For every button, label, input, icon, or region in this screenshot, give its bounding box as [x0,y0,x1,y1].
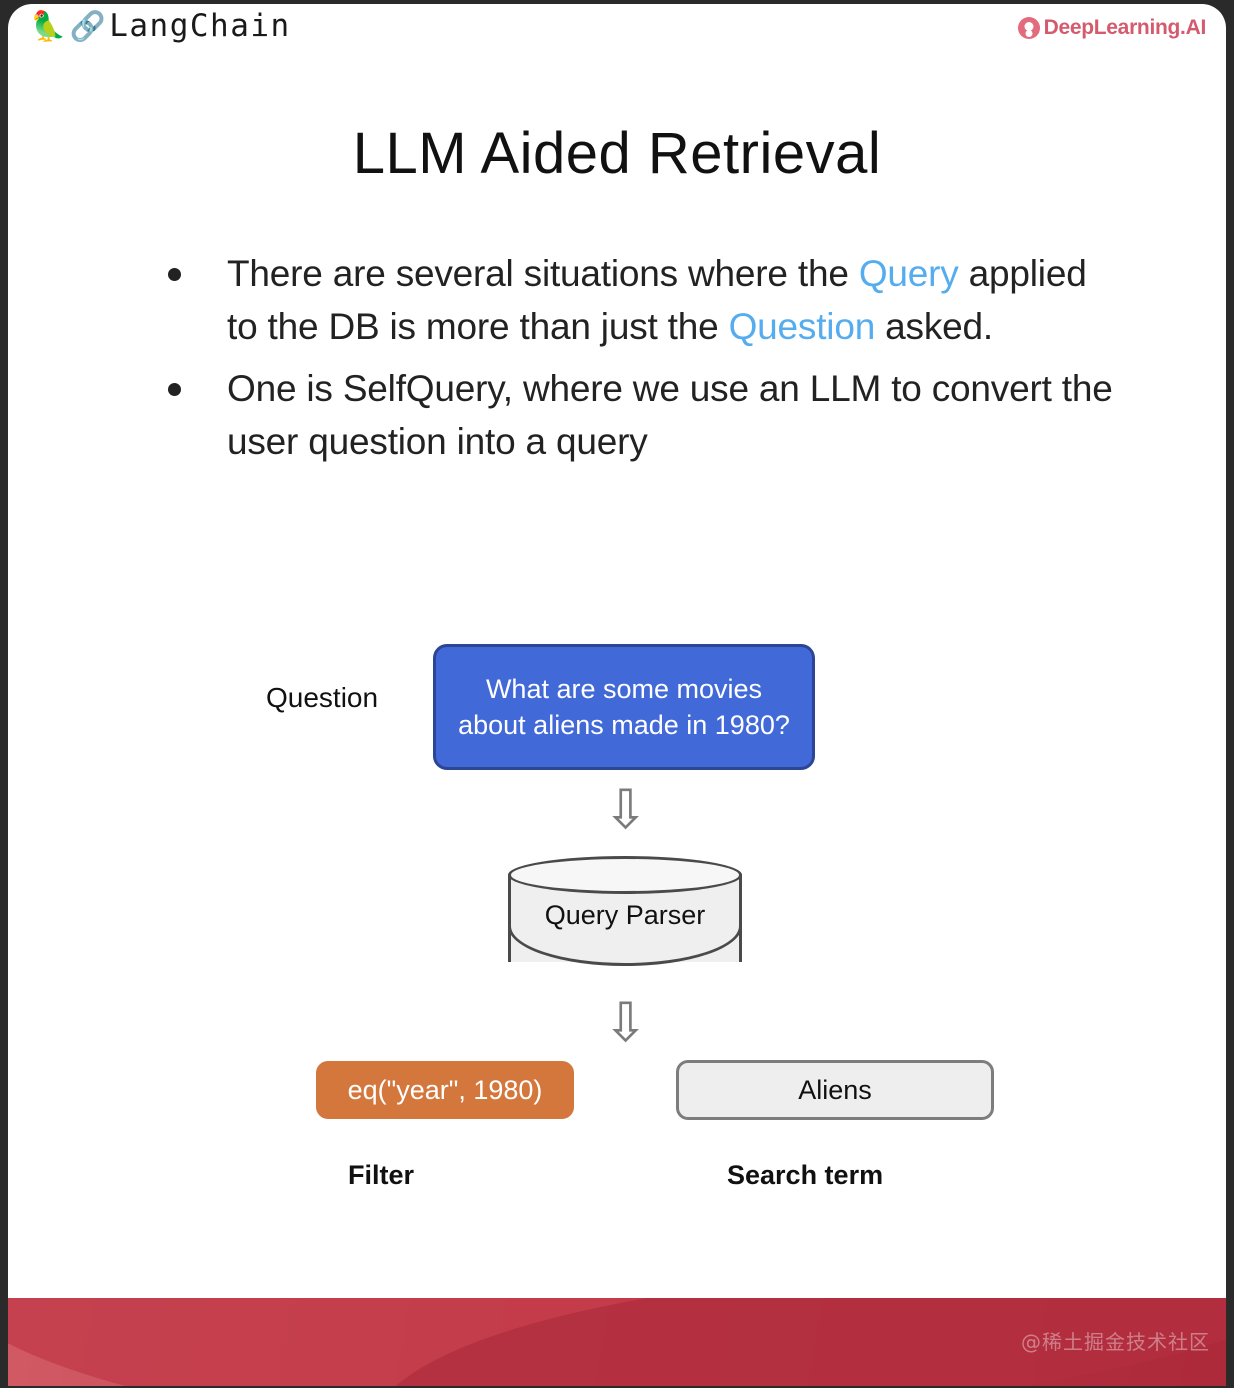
bullet-segment: asked. [875,305,993,347]
parrot-icon: 🦜 [30,8,68,43]
list-item: One is SelfQuery, where we use an LLM to… [160,363,1120,468]
footer-watermark: @稀土掘金技术社区 [1021,1330,1210,1354]
bullet-segment-highlight-query: Query [858,253,959,294]
bullet-list: There are several situations where the Q… [160,248,1120,478]
bullet-segment-highlight-question: Question [728,305,876,347]
deeplearning-ai-brand: DeepLearning.AI [1017,16,1207,40]
diagram-query-parser-cylinder: Query Parser [508,856,742,980]
link-icon: 🔗 [69,8,108,43]
diagram-filter-box: eq("year", 1980) [316,1061,574,1119]
footer-banner: @稀土掘金技术社区 [8,1298,1226,1386]
query-parser-label: Query Parser [544,900,706,930]
diagram-filter-caption: Filter [348,1160,415,1190]
down-arrow-icon: ⇩ [603,778,649,841]
bullet-segment: applied to the DB is more than just the [227,253,1087,347]
cylinder-top [508,856,742,894]
deeplearning-logo-icon [1017,17,1040,39]
diagram-search-term-caption: Search term [727,1160,884,1190]
down-arrow-icon: ⇩ [603,991,649,1054]
bullet-segment: There are several situations where the [227,253,859,294]
diagram-question-label: Question [266,682,379,713]
bullet-dot-icon [168,268,181,281]
list-item: There are several situations where the Q… [160,248,1120,353]
bullet-text: There are several situations where the Q… [227,248,1120,353]
slide-page-card: 🦜🔗LangChain DeepLearning.AI LLM Aided Re… [6,2,1228,1386]
page-title: LLM Aided Retrieval [352,121,882,186]
langchain-brand: 🦜🔗LangChain [30,8,291,44]
bullet-text: One is SelfQuery, where we use an LLM to… [227,368,1113,462]
bullet-dot-icon [168,383,181,397]
diagram-search-term-box: Aliens [676,1060,994,1120]
deeplearning-ai-label: DeepLearning.AI [1043,16,1207,39]
langchain-label: LangChain [109,8,291,44]
diagram-question-box: What are some movies about aliens made i… [433,644,815,770]
